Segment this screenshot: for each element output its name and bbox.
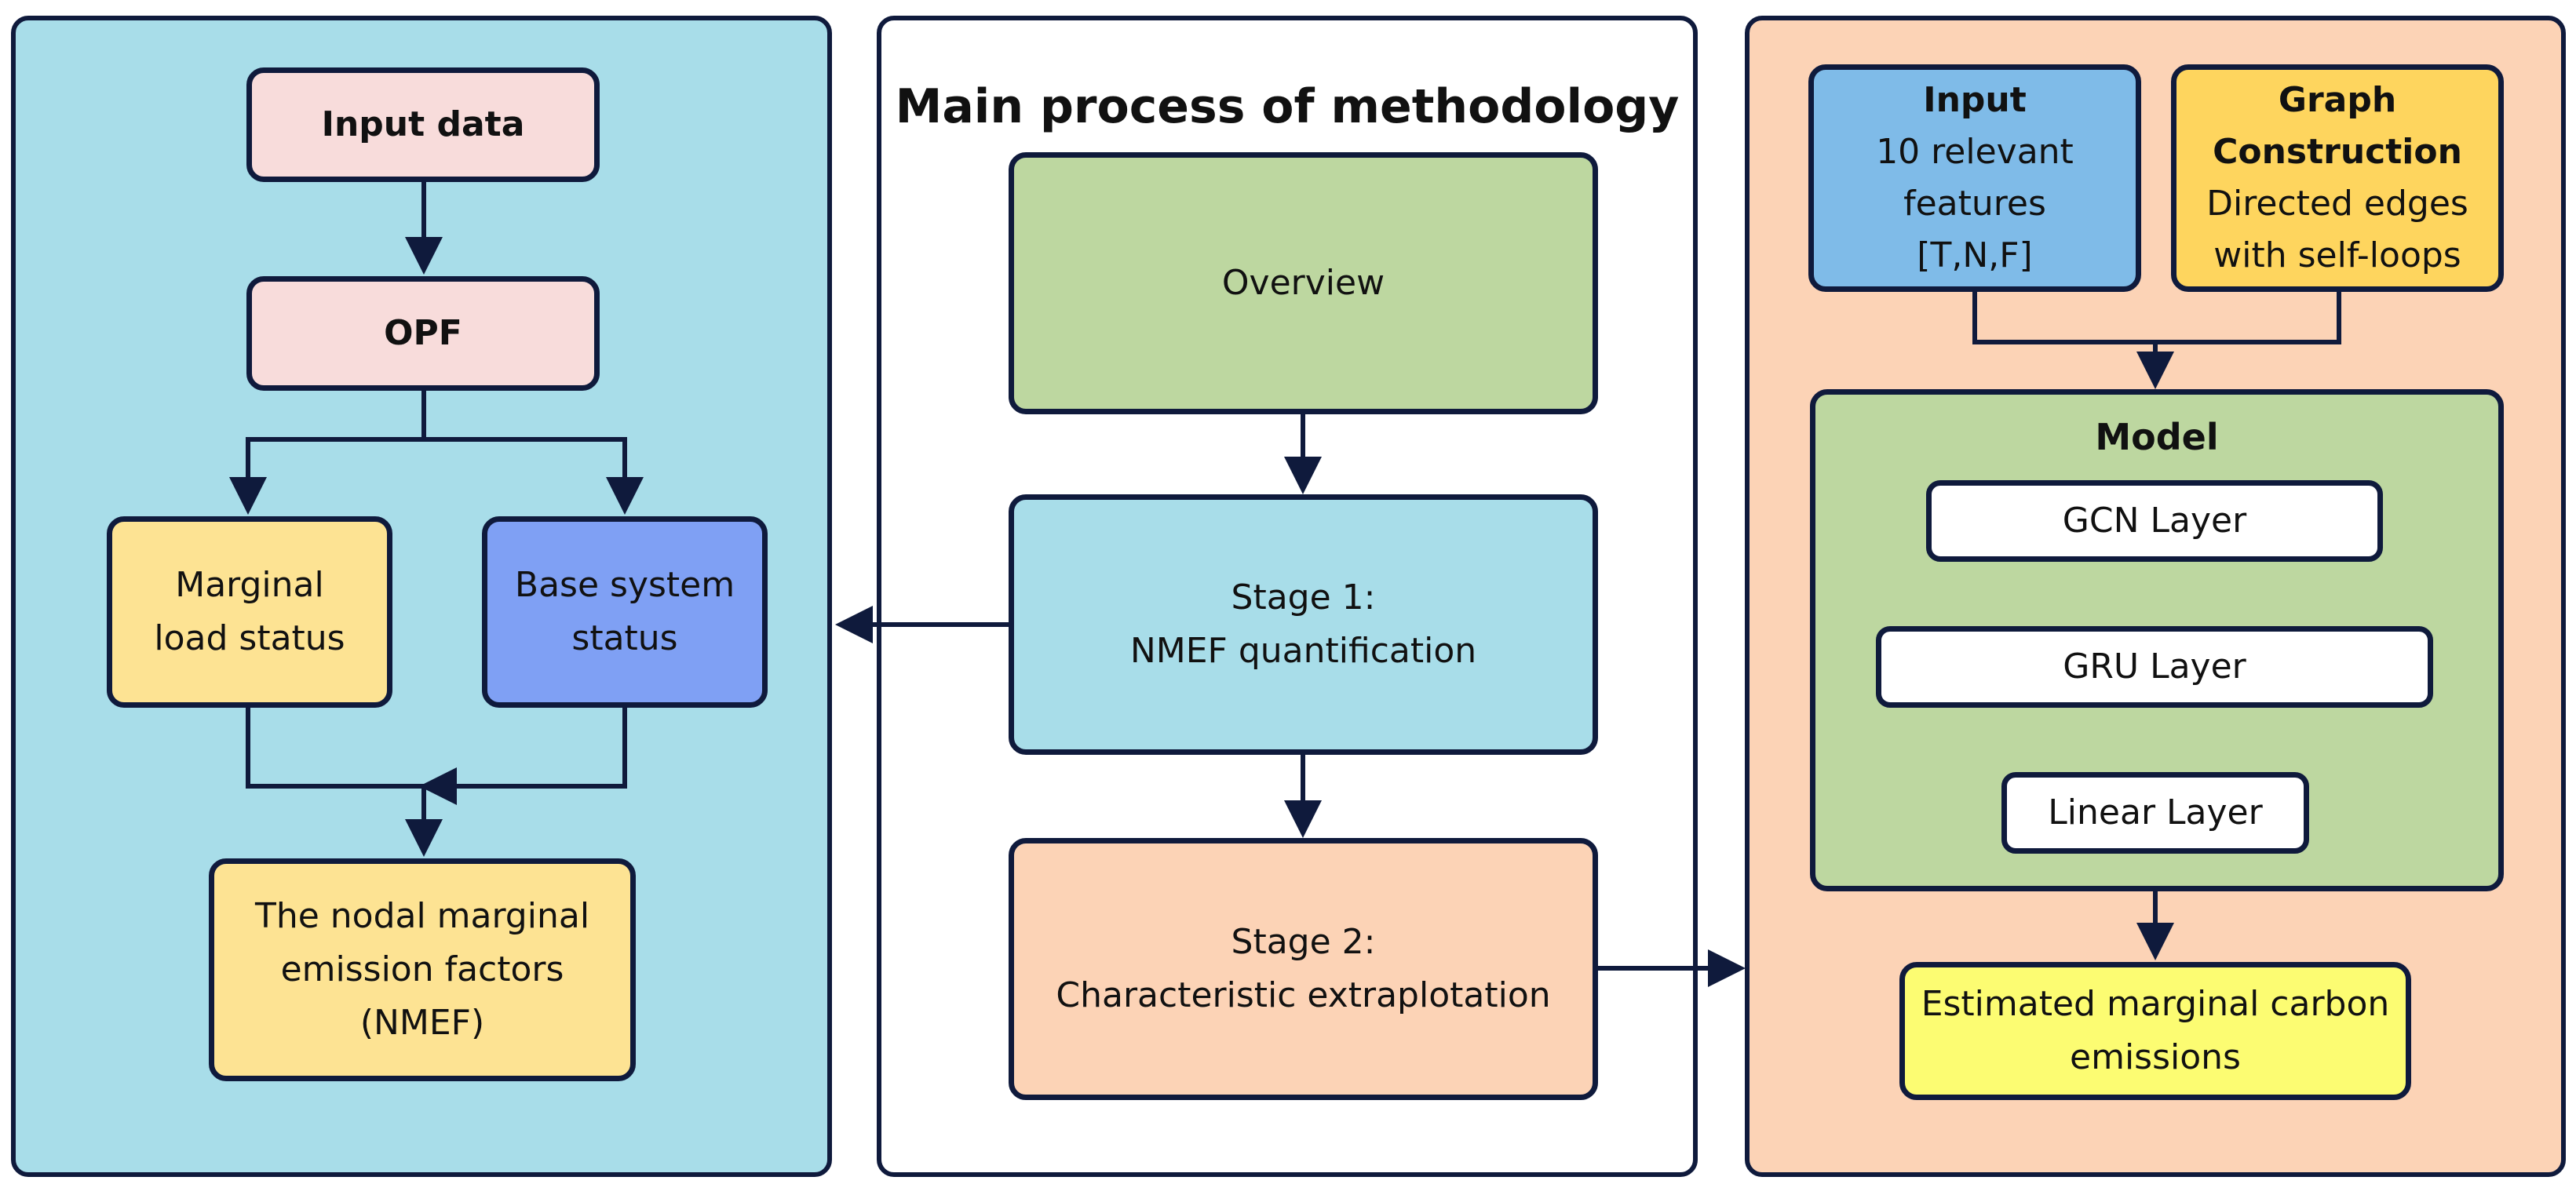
graph-heading-line-2: Construction xyxy=(2213,132,2462,172)
arrow-input-to-model xyxy=(1972,292,2174,389)
output-line-2: emissions xyxy=(2070,1037,2241,1077)
graph-heading-line-1: Graph xyxy=(2278,80,2397,120)
overview-box: Overview xyxy=(1009,152,1598,414)
stage1-line-1: Stage 1: xyxy=(1231,577,1376,618)
gru-layer-label: GRU Layer xyxy=(2063,646,2246,687)
input-data-box: Input data xyxy=(246,67,600,182)
gru-layer-box: GRU Layer xyxy=(1876,626,2433,708)
input-line-1: 10 relevant xyxy=(1876,132,2074,172)
nmef-box: The nodal marginal emission factors (NME… xyxy=(209,858,636,1081)
stage2-line-2: Characteristic extraplotation xyxy=(1056,975,1551,1015)
arrow-base-to-junction xyxy=(419,708,627,805)
marginal-load-line-1: Marginal xyxy=(175,564,324,605)
stage2-box: Stage 2: Characteristic extraplotation xyxy=(1009,838,1598,1100)
arrow-opf-to-marginal xyxy=(229,391,426,515)
overview-label: Overview xyxy=(1221,262,1385,303)
graph-line-1: Directed edges xyxy=(2206,184,2468,224)
input-heading: Input xyxy=(1923,80,2027,120)
marginal-load-line-2: load status xyxy=(154,618,345,658)
marginal-load-box: Marginal load status xyxy=(107,516,392,708)
line-marginal-to-nmef xyxy=(246,708,424,789)
gcn-layer-box: GCN Layer xyxy=(1926,480,2383,562)
opf-label: OPF xyxy=(384,312,462,353)
base-system-line-2: status xyxy=(571,618,678,658)
stage2-line-1: Stage 2: xyxy=(1231,921,1376,962)
nmef-line-2: emission factors xyxy=(280,949,564,989)
arrow-opf-to-base xyxy=(424,437,644,515)
base-system-line-1: Base system xyxy=(514,564,735,605)
graph-line-2: with self-loops xyxy=(2213,235,2461,275)
opf-box: OPF xyxy=(246,276,600,391)
input-data-label: Input data xyxy=(321,104,525,144)
gcn-layer-label: GCN Layer xyxy=(2062,500,2247,541)
input-line-2: features xyxy=(1903,184,2046,224)
methodology-title: Main process of methodology xyxy=(895,79,1680,134)
input-line-3: [T,N,F] xyxy=(1917,235,2033,275)
output-line-1: Estimated marginal carbon xyxy=(1921,983,2390,1024)
model-title: Model xyxy=(2095,416,2219,458)
linear-layer-label: Linear Layer xyxy=(2048,792,2263,832)
graph-construction-box: Graph Construction Directed edges with s… xyxy=(2171,64,2504,292)
line-graph-to-model xyxy=(2155,292,2341,344)
input-features-box: Input 10 relevant features [T,N,F] xyxy=(1808,64,2141,292)
stage1-line-2: NMEF quantification xyxy=(1129,631,1477,671)
base-system-box: Base system status xyxy=(482,516,768,708)
nmef-line-3: (NMEF) xyxy=(359,1003,485,1044)
linear-layer-box: Linear Layer xyxy=(2001,772,2309,854)
nmef-line-1: The nodal marginal xyxy=(254,895,590,936)
estimated-emissions-box: Estimated marginal carbon emissions xyxy=(1899,962,2411,1100)
stage1-box: Stage 1: NMEF quantification xyxy=(1009,494,1598,755)
